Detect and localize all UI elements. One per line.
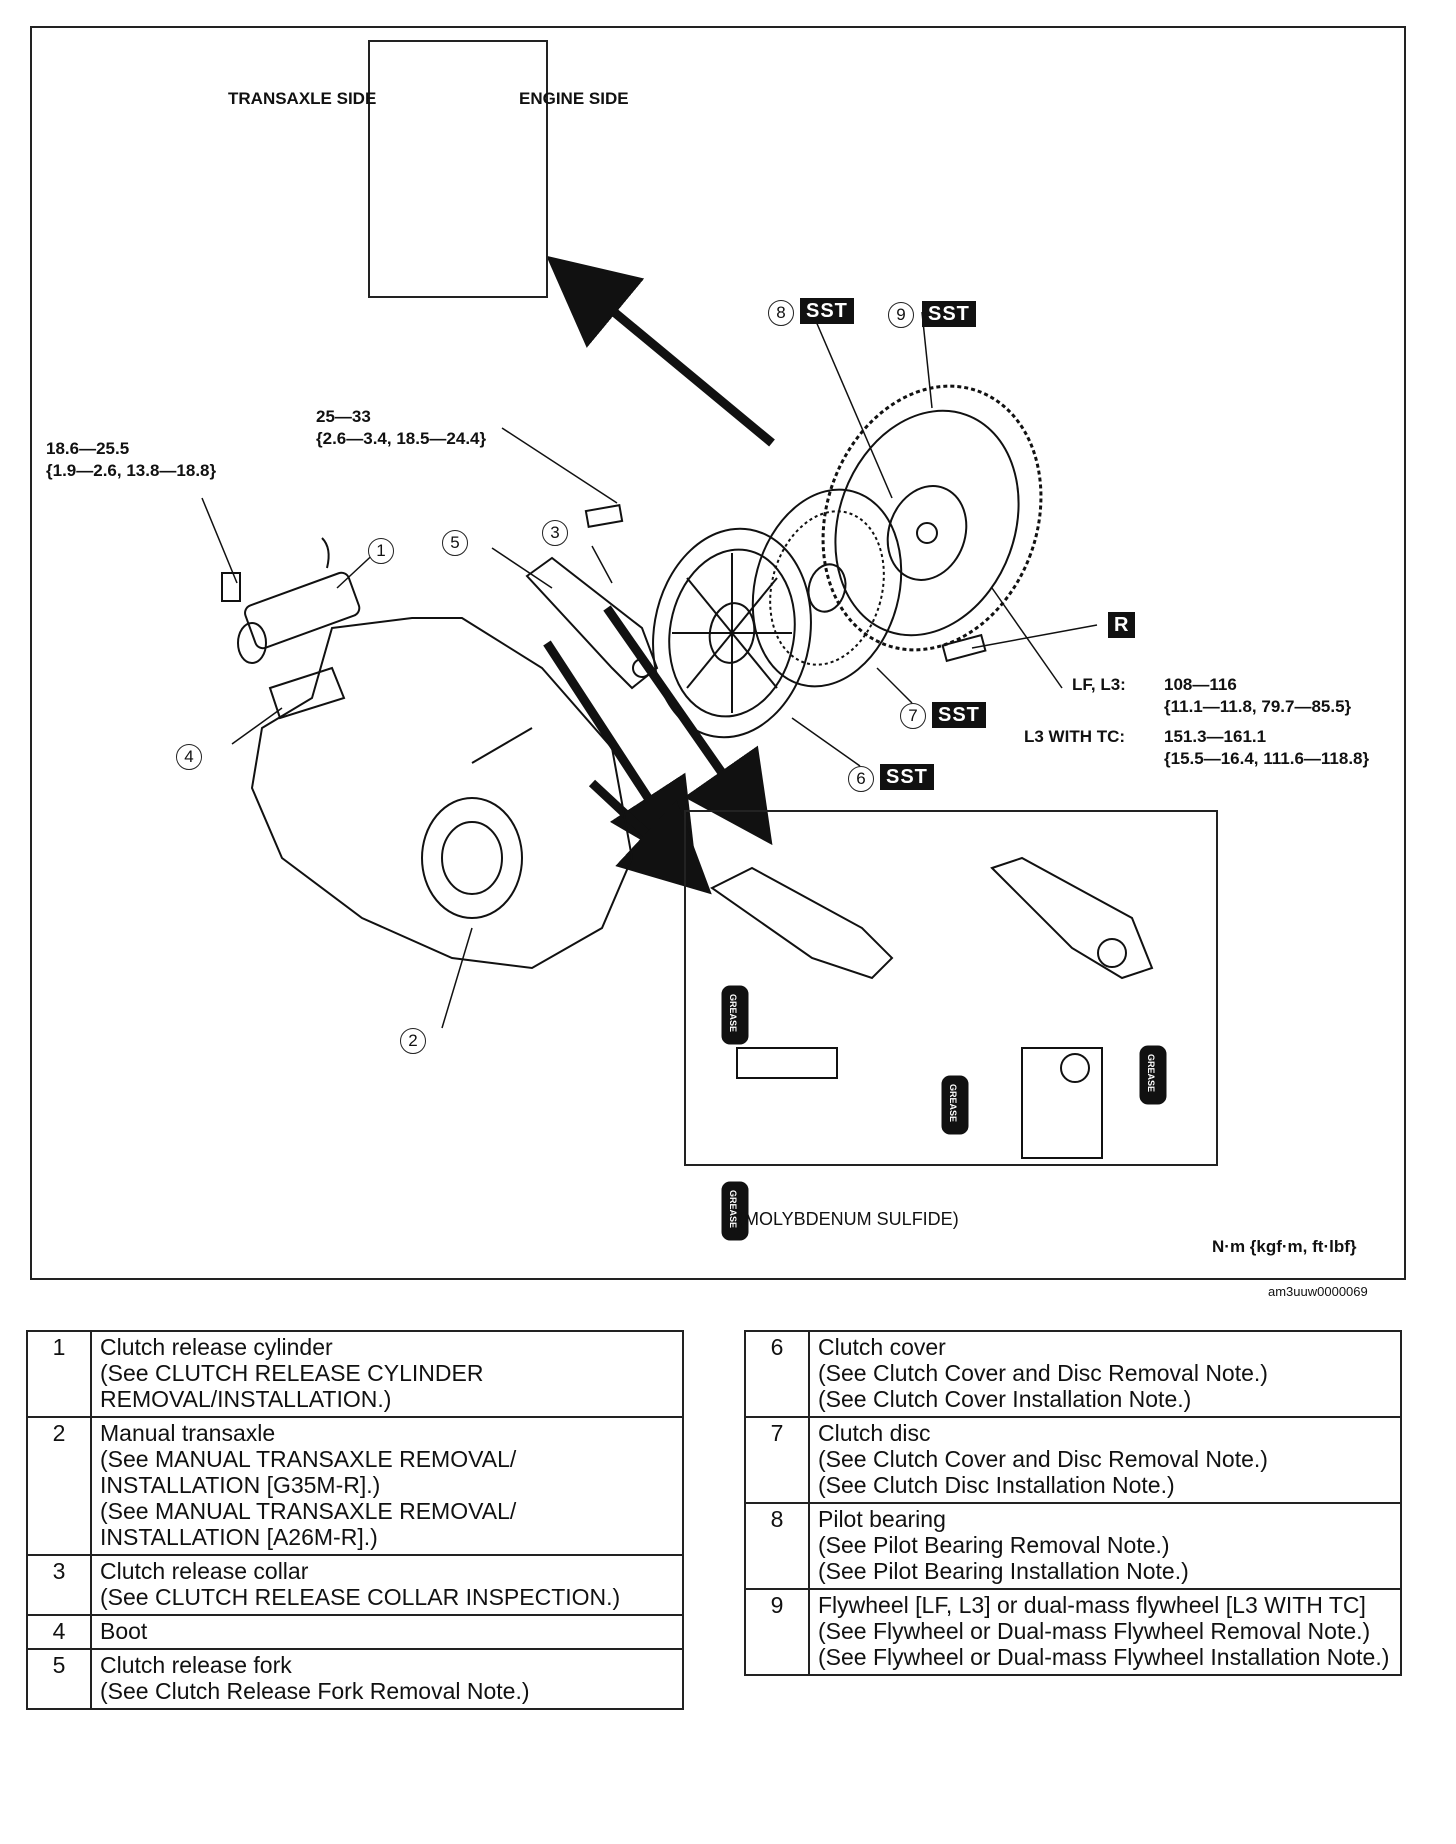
release-cylinder-drawing [237,537,361,664]
pointer-arrows [543,255,775,895]
callout-9: 9 [888,302,914,328]
sst-badge-8: SST [800,298,854,324]
grease-label-2: GREASE [948,1083,959,1123]
part-name: Clutch release cylinder [100,1334,333,1360]
part-description: Clutch cover(See Clutch Cover and Disc R… [808,1330,1402,1418]
clutch-cover-torque: 25—33 [316,407,371,426]
part-note: (See Pilot Bearing Installation Note.) [818,1558,1189,1584]
part-description: Boot [90,1614,684,1650]
callout-3: 3 [542,520,568,546]
part-note: (See Clutch Cover and Disc Removal Note.… [818,1446,1268,1472]
inset-orientation [368,40,548,298]
r-badge: R [1108,612,1136,638]
part-name: Flywheel [LF, L3] or dual-mass flywheel … [818,1592,1366,1618]
release-cylinder-torque-alt: {1.9—2.6, 13.8—18.8} [46,461,217,480]
sst-badge-7: SST [932,702,986,728]
part-note: (See Clutch Disc Installation Note.) [818,1472,1175,1498]
callout-7: 7 [900,703,926,729]
part-description: Clutch release fork(See Clutch Release F… [90,1648,684,1710]
grease-cans [721,985,1167,1241]
callout-6: 6 [848,766,874,792]
part-note: (See Pilot Bearing Removal Note.) [818,1532,1170,1558]
callout-8: 8 [768,300,794,326]
flywheel-lf-l3-torque-alt: {11.1—11.8, 79.7—85.5} [1164,697,1352,716]
flywheel-lf-l3-torque: 108—116 [1164,675,1237,694]
release-fork-drawing [525,556,659,690]
sst-badge-6: SST [880,764,934,790]
release-cylinder-torque: 18.6—25.5 [46,439,130,458]
part-description: Clutch disc(See Clutch Cover and Disc Re… [808,1416,1402,1504]
flywheel-l3tc-label: L3 WITH TC: [1024,727,1126,746]
part-name: Clutch cover [818,1334,946,1360]
clutch-cover-drawing [652,527,812,739]
flywheel-l3tc-torque: 151.3—161.1 [1164,727,1267,746]
part-name: Pilot bearing [818,1506,946,1532]
exploded-diagram: TRANSAXLE SIDE ENGINE SIDE 18.6—25.5 {1.… [30,26,1406,1280]
part-name: Clutch release collar [100,1558,309,1584]
flywheel-l3tc-torque-alt: {15.5—16.4, 111.6—118.8} [1164,749,1370,768]
transaxle-drawing [250,617,634,970]
sst-badge-9: SST [922,301,976,327]
part-number: 7 [744,1416,810,1504]
callout-4: 4 [176,744,202,770]
part-note: (See CLUTCH RELEASE CYLINDER REMOVAL/INS… [100,1360,484,1412]
callout-2: 2 [400,1028,426,1054]
part-number: 3 [26,1554,92,1616]
bolts-drawing [221,504,987,663]
boot-drawing [268,666,346,720]
parts-row: 9 Flywheel [LF, L3] or dual-mass flywheel… [744,1588,1402,1676]
part-note: (See Clutch Release Fork Removal Note.) [100,1678,530,1704]
part-note: (See Clutch Cover Installation Note.) [818,1386,1192,1412]
part-name: Clutch disc [818,1420,931,1446]
part-name: Boot [100,1618,148,1644]
inset-grease-points [684,810,1218,1166]
clutch-cover-torque-alt: {2.6—3.4, 18.5—24.4} [316,429,487,448]
part-number: 2 [26,1416,92,1556]
part-number: 8 [744,1502,810,1590]
part-number: 1 [26,1330,92,1418]
part-description: Pilot bearing(See Pilot Bearing Removal … [808,1502,1402,1590]
part-name: Clutch release fork [100,1652,292,1678]
part-note: (See Clutch Cover and Disc Removal Note.… [818,1360,1268,1386]
engine-side-label: ENGINE SIDE [519,89,629,108]
leader-lines [201,311,1098,1029]
part-note: (See Flywheel or Dual-mass Flywheel Inst… [818,1644,1390,1670]
part-name: Manual transaxle [100,1420,276,1446]
molybdenum-note: (MOLYBDENUM SULFIDE) [738,1209,959,1229]
inset-grease-points-view [710,856,1154,1159]
units-note: N·m {kgf·m, ft·lbf} [1212,1237,1357,1256]
part-note: (See CLUTCH RELEASE COLLAR INSPECTION.) [100,1584,621,1610]
part-description: Clutch release collar(See CLUTCH RELEASE… [90,1554,684,1616]
grease-label-1: GREASE [728,993,739,1033]
part-number: 5 [26,1648,92,1710]
part-description: Clutch release cylinder(See CLUTCH RELEA… [90,1330,684,1418]
part-description: Flywheel [LF, L3] or dual-mass flywheel … [808,1588,1402,1676]
part-note: (See MANUAL TRANSAXLE REMOVAL/ INSTALLAT… [100,1446,517,1498]
grease-label-3: GREASE [1146,1053,1157,1093]
part-description: Manual transaxle(See MANUAL TRANSAXLE RE… [90,1416,684,1556]
part-number: 6 [744,1330,810,1418]
part-note: (See MANUAL TRANSAXLE REMOVAL/ INSTALLAT… [100,1498,517,1550]
callout-1: 1 [368,538,394,564]
clutch-disc-drawing [751,488,903,688]
flywheel-lf-l3-label: LF, L3: [1072,675,1126,694]
figure-id: am3uuw0000069 [1268,1284,1368,1299]
part-number: 4 [26,1614,92,1650]
transaxle-side-label: TRANSAXLE SIDE [228,89,377,108]
grease-label-4: GREASE [728,1189,739,1229]
part-note: (See Flywheel or Dual-mass Flywheel Remo… [818,1618,1371,1644]
parts-row: 4 Boot [26,1614,684,1650]
part-number: 9 [744,1588,810,1676]
callout-5: 5 [442,530,468,556]
